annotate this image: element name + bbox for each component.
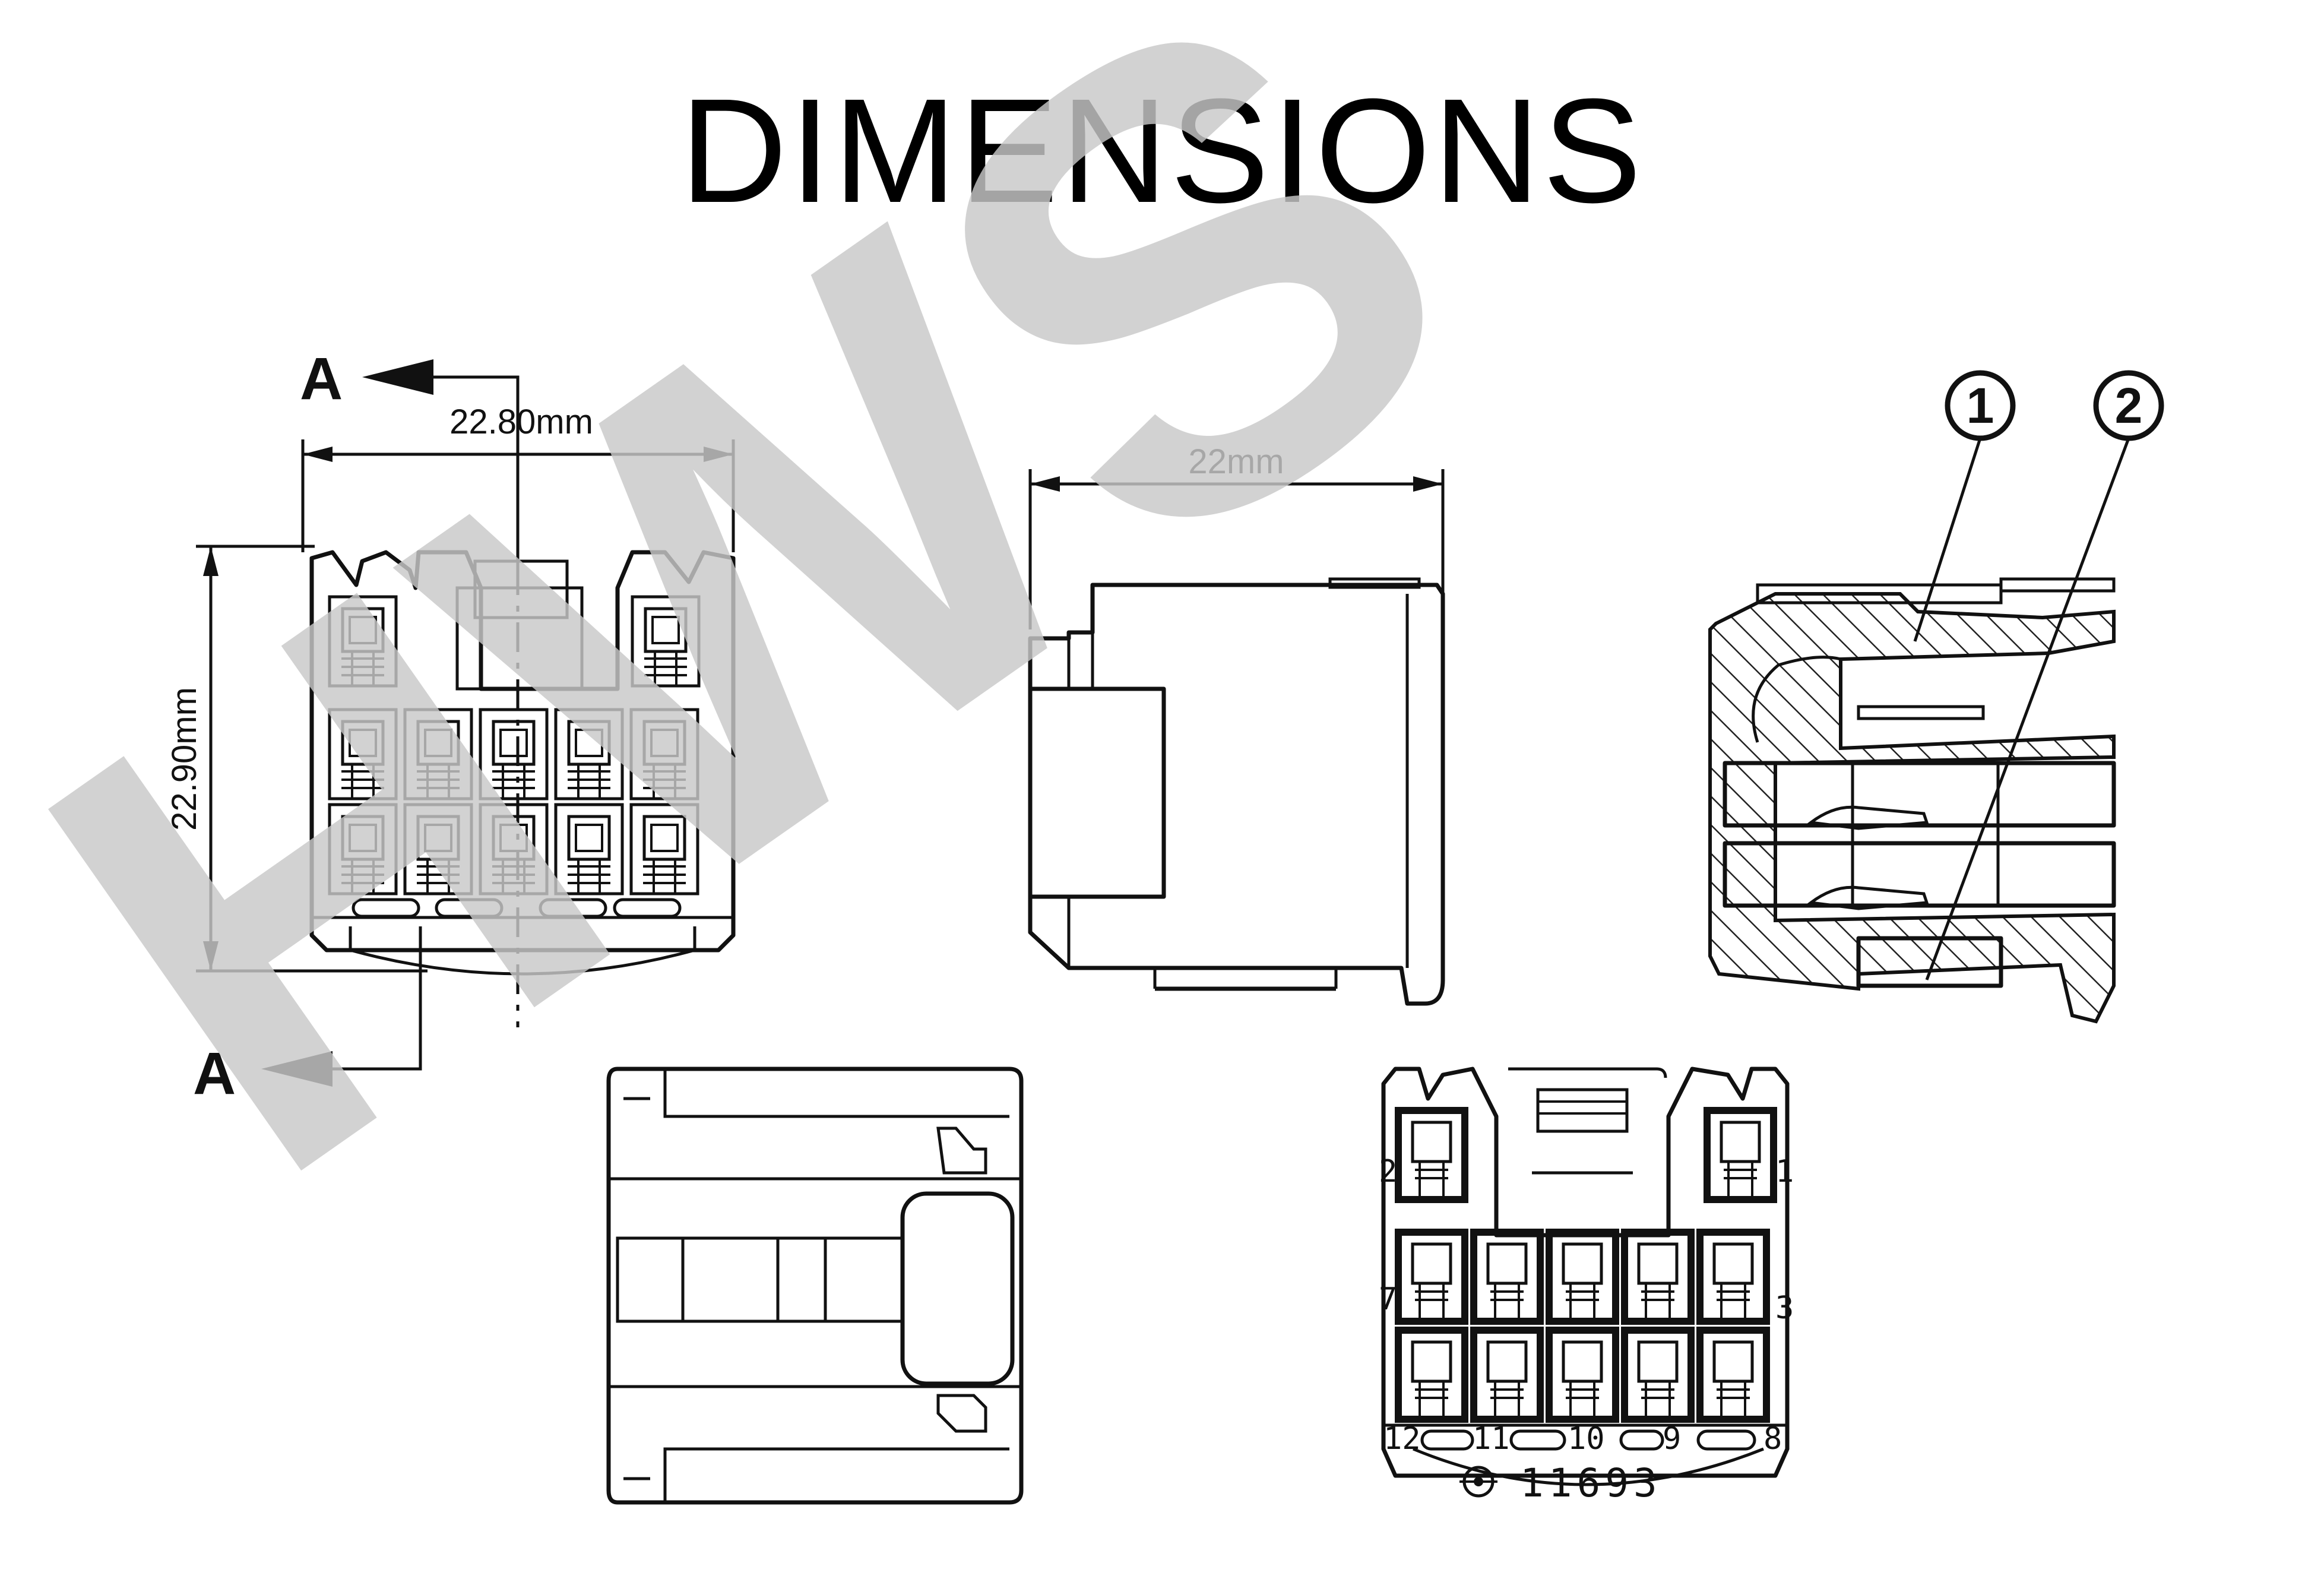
section-label-top: A: [300, 346, 343, 412]
part-number: 11693: [1520, 1460, 1662, 1506]
pin-label-11: 11: [1473, 1421, 1510, 1457]
side-view: 22mm: [1028, 442, 1445, 1006]
front-view: A A 22.80mm 22.90mm: [165, 346, 736, 1107]
section-view: 1 2: [1708, 370, 2164, 1024]
watermark: HWS: [0, 0, 1569, 1306]
depth-dimension-label: 22mm: [1188, 442, 1284, 481]
width-dimension-label: 22.80mm: [449, 403, 593, 441]
section-label-bottom: A: [193, 1040, 236, 1107]
pin-label-3: 3: [1775, 1290, 1794, 1326]
callout-1-label: 1: [1967, 378, 1994, 433]
height-dimension-label: 22.90mm: [165, 687, 204, 831]
pin-label-1: 1: [1775, 1154, 1794, 1189]
section-arrow-icon: [261, 1051, 333, 1087]
pin-label-7: 7: [1379, 1281, 1397, 1317]
manufacturer-logo-icon: [1459, 1466, 1497, 1498]
pin-label-2: 2: [1379, 1154, 1397, 1189]
page-title: DIMENSIONS: [680, 68, 1644, 233]
pin-label-8: 8: [1763, 1421, 1782, 1457]
bottom-view: [606, 1067, 1024, 1505]
pin-label-12: 12: [1383, 1421, 1421, 1457]
pin-label-10: 10: [1568, 1421, 1605, 1457]
callout-2-label: 2: [2115, 378, 2143, 433]
pin-label-9: 9: [1663, 1421, 1681, 1457]
rear-view: 1 2 3 7 8 9 10 11 12 11693: [1379, 1067, 1794, 1506]
section-arrow-icon: [362, 359, 433, 395]
